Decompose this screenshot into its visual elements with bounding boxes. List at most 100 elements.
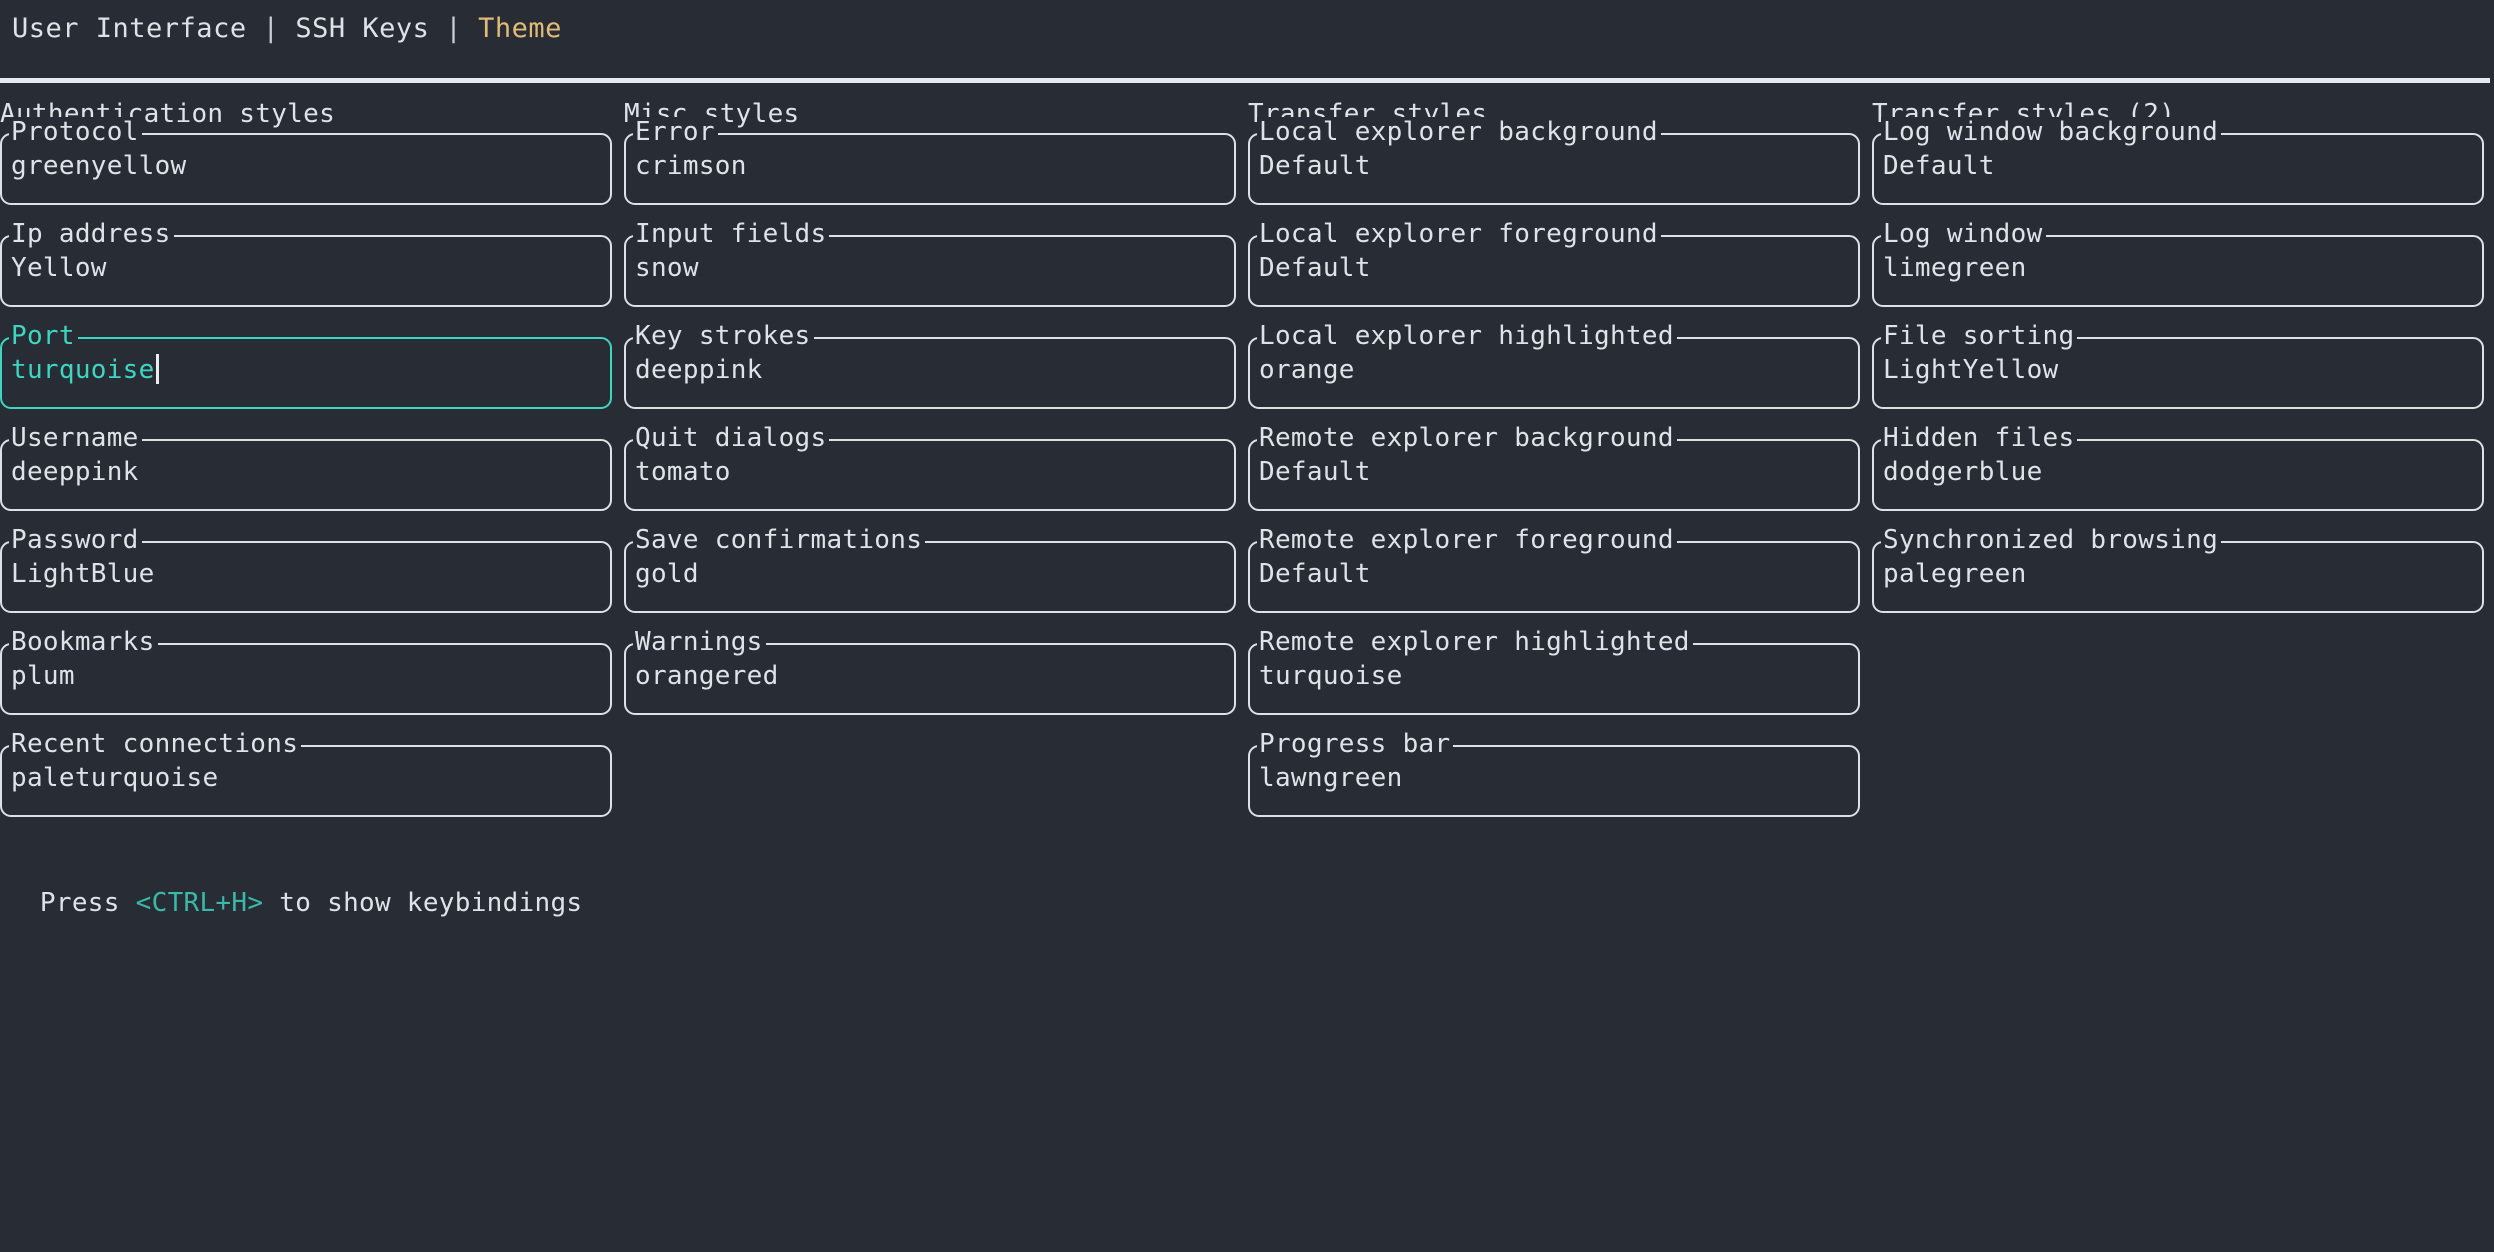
field-value[interactable]: LightBlue [11, 557, 155, 591]
field-value[interactable]: deeppink [635, 353, 763, 387]
field-value-text: LightBlue [11, 559, 155, 589]
field-value-text: palegreen [1883, 559, 2027, 589]
field-label: Remote explorer foreground [1257, 525, 1677, 555]
field-value[interactable]: palegreen [1883, 557, 2027, 591]
field-label: Recent connections [9, 729, 302, 759]
hint-prefix: Press [39, 888, 136, 918]
field-value[interactable]: deeppink [11, 455, 139, 489]
field-value-text: Default [1883, 151, 1995, 181]
field-value[interactable]: Default [1259, 251, 1371, 285]
field-label: Quit dialogs [633, 423, 830, 453]
field-value-text: Default [1259, 151, 1371, 181]
field-label: Input fields [633, 219, 830, 249]
field-label: Local explorer background [1257, 117, 1661, 147]
tab-user-interface[interactable]: User Interface [12, 12, 247, 44]
field-value[interactable]: Yellow [11, 251, 107, 285]
field-recent-connections[interactable]: Recent connections paleturquoise [0, 729, 612, 817]
tab-separator: | [445, 12, 463, 44]
field-value[interactable]: paleturquoise [11, 761, 218, 795]
field-frame [624, 541, 1236, 613]
field-frame [0, 439, 612, 511]
field-frame [1248, 745, 1860, 817]
tab-separator: | [262, 12, 280, 44]
field-value[interactable]: snow [635, 251, 699, 285]
field-local-explorer-highlighted[interactable]: Local explorer highlighted orange [1248, 321, 1860, 409]
field-value-text: orange [1259, 355, 1355, 385]
field-label: File sorting [1881, 321, 2078, 351]
field-value[interactable]: gold [635, 557, 699, 591]
field-value[interactable]: turquoise [1259, 659, 1403, 693]
tab-theme[interactable]: Theme [478, 12, 562, 44]
field-label: Error [633, 117, 718, 147]
field-value-text: paleturquoise [11, 763, 219, 793]
field-value[interactable]: Default [1259, 557, 1371, 591]
field-frame [624, 337, 1236, 409]
field-frame [1872, 439, 2484, 511]
field-value[interactable]: crimson [635, 149, 747, 183]
field-frame [624, 439, 1236, 511]
field-frame [0, 235, 612, 307]
field-value[interactable]: limegreen [1883, 251, 2027, 285]
field-value[interactable]: turquoise [11, 353, 159, 387]
field-value[interactable]: orangered [635, 659, 779, 693]
field-value[interactable]: dodgerblue [1883, 455, 2043, 489]
field-frame [0, 643, 612, 715]
field-frame [624, 643, 1236, 715]
field-value[interactable]: tomato [635, 455, 731, 489]
field-value[interactable]: Default [1259, 455, 1371, 489]
field-frame [1872, 235, 2484, 307]
tab-ssh-keys[interactable]: SSH Keys [295, 12, 430, 44]
field-label: Local explorer highlighted [1257, 321, 1677, 351]
tab-bar: User Interface | SSH Keys | Theme [0, 0, 2494, 56]
field-value[interactable]: orange [1259, 353, 1355, 387]
field-value-text: dodgerblue [1883, 457, 2043, 487]
field-label: Password [9, 525, 142, 555]
field-value[interactable]: lawngreen [1259, 761, 1403, 795]
field-value[interactable]: LightYellow [1883, 353, 2059, 387]
field-value-text: lawngreen [1259, 763, 1403, 793]
field-label: Warnings [633, 627, 766, 657]
field-label: Synchronized browsing [1881, 525, 2222, 555]
hint-suffix: to show keybindings [263, 888, 583, 918]
field-value[interactable]: greenyellow [11, 149, 187, 183]
field-synchronized-browsing[interactable]: Synchronized browsing palegreen [1872, 525, 2484, 613]
field-value[interactable]: Default [1883, 149, 1995, 183]
field-value-text: deeppink [11, 457, 139, 487]
field-frame [0, 745, 612, 817]
field-label: Port [9, 321, 78, 351]
field-value[interactable]: plum [11, 659, 75, 693]
field-value-text: LightYellow [1883, 355, 2059, 385]
field-value-text: Default [1259, 559, 1371, 589]
field-value-text: Default [1259, 253, 1371, 283]
header-divider [0, 78, 2490, 83]
text-cursor [155, 354, 159, 384]
hint-key: <CTRL+H> [135, 888, 264, 918]
field-label: Bookmarks [9, 627, 158, 657]
field-value[interactable]: Default [1259, 149, 1371, 183]
